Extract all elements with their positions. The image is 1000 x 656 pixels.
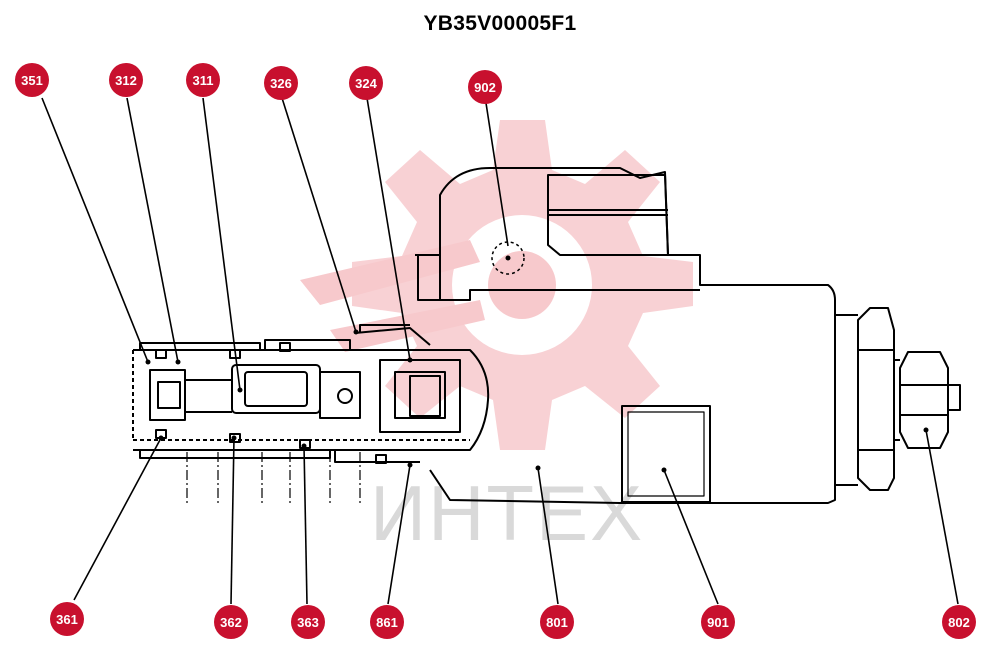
callout-861[interactable]: 861 — [370, 605, 404, 639]
leader-312 — [126, 97, 179, 363]
callout-362[interactable]: 362 — [214, 605, 248, 639]
leader-901 — [663, 469, 719, 605]
leader-362 — [230, 437, 235, 605]
callout-311[interactable]: 311 — [186, 63, 220, 97]
leader-311 — [202, 97, 241, 391]
leader-902 — [485, 102, 509, 247]
callout-802[interactable]: 802 — [942, 605, 976, 639]
leader-802 — [925, 429, 959, 605]
watermark-text: ИНТЕХ — [370, 469, 645, 557]
solenoid-housing — [415, 167, 836, 504]
leader-351 — [41, 97, 149, 363]
callout-324[interactable]: 324 — [349, 66, 383, 100]
callout-363[interactable]: 363 — [291, 605, 325, 639]
callout-351[interactable]: 351 — [15, 63, 49, 97]
leader-801 — [537, 467, 559, 605]
connector-block — [547, 174, 669, 256]
leader-326 — [281, 97, 357, 333]
callout-326[interactable]: 326 — [264, 66, 298, 100]
small-nut — [899, 351, 949, 449]
callout-901[interactable]: 901 — [701, 605, 735, 639]
leader-324 — [366, 97, 411, 361]
spool-housing — [133, 349, 490, 451]
leader-363 — [303, 445, 308, 605]
callout-801[interactable]: 801 — [540, 605, 574, 639]
diagram-title: YB35V00005F1 — [423, 12, 577, 35]
leader-361 — [73, 437, 162, 601]
hex-nut — [857, 307, 895, 491]
nameplate — [621, 405, 711, 503]
callout-902[interactable]: 902 — [468, 70, 502, 104]
callout-361[interactable]: 361 — [50, 602, 84, 636]
leader-861 — [387, 464, 411, 605]
callout-312[interactable]: 312 — [109, 63, 143, 97]
